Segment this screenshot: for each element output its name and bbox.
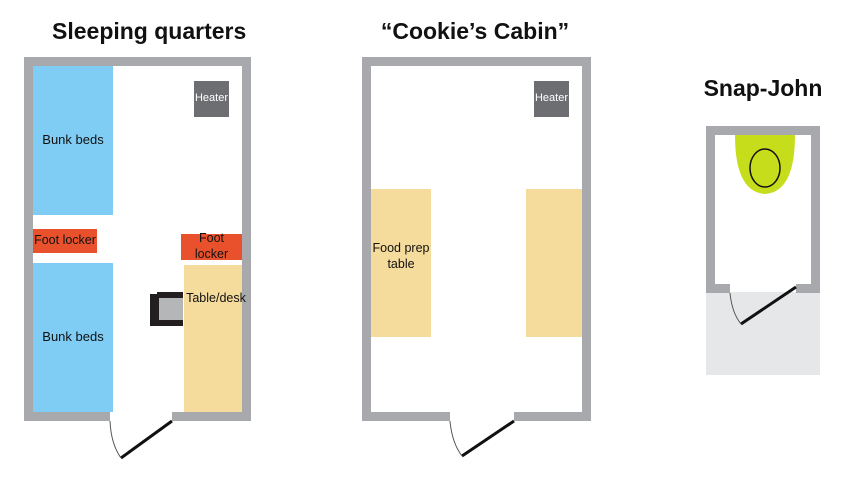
- toilet-icon: [735, 135, 795, 194]
- heater-cookies-cabin: Heater: [534, 81, 569, 117]
- food-prep-table-right: [526, 189, 582, 337]
- snap-john-door: [729, 285, 797, 326]
- bunk-beds-top: Bunk beds: [33, 66, 113, 215]
- cookies-cabin-door: [449, 419, 515, 458]
- chair-icon: [150, 292, 183, 326]
- food-prep-table-left: [371, 189, 431, 337]
- snap-john-walls: [706, 126, 820, 293]
- foot-locker-right: Foot locker: [181, 231, 242, 261]
- sleeping-quarters-door: [109, 419, 173, 460]
- food-prep-table-label: Food prep table: [372, 241, 430, 272]
- title-sleeping-quarters: Sleeping quarters: [52, 18, 247, 44]
- cookies-cabin-walls: [362, 57, 591, 421]
- snap-john-floor: [706, 292, 820, 375]
- sleeping-quarters-walls: [24, 57, 251, 421]
- foot-locker-left: Foot locker: [33, 229, 97, 253]
- bunk-beds-bottom: Bunk beds: [33, 263, 113, 412]
- title-cookies-cabin: “Cookie’s Cabin”: [380, 18, 570, 44]
- table-desk-label: Table/desk: [186, 291, 246, 305]
- title-snap-john: Snap-John: [703, 75, 823, 101]
- table-desk: [184, 265, 242, 412]
- heater-sleeping-quarters: Heater: [194, 81, 229, 117]
